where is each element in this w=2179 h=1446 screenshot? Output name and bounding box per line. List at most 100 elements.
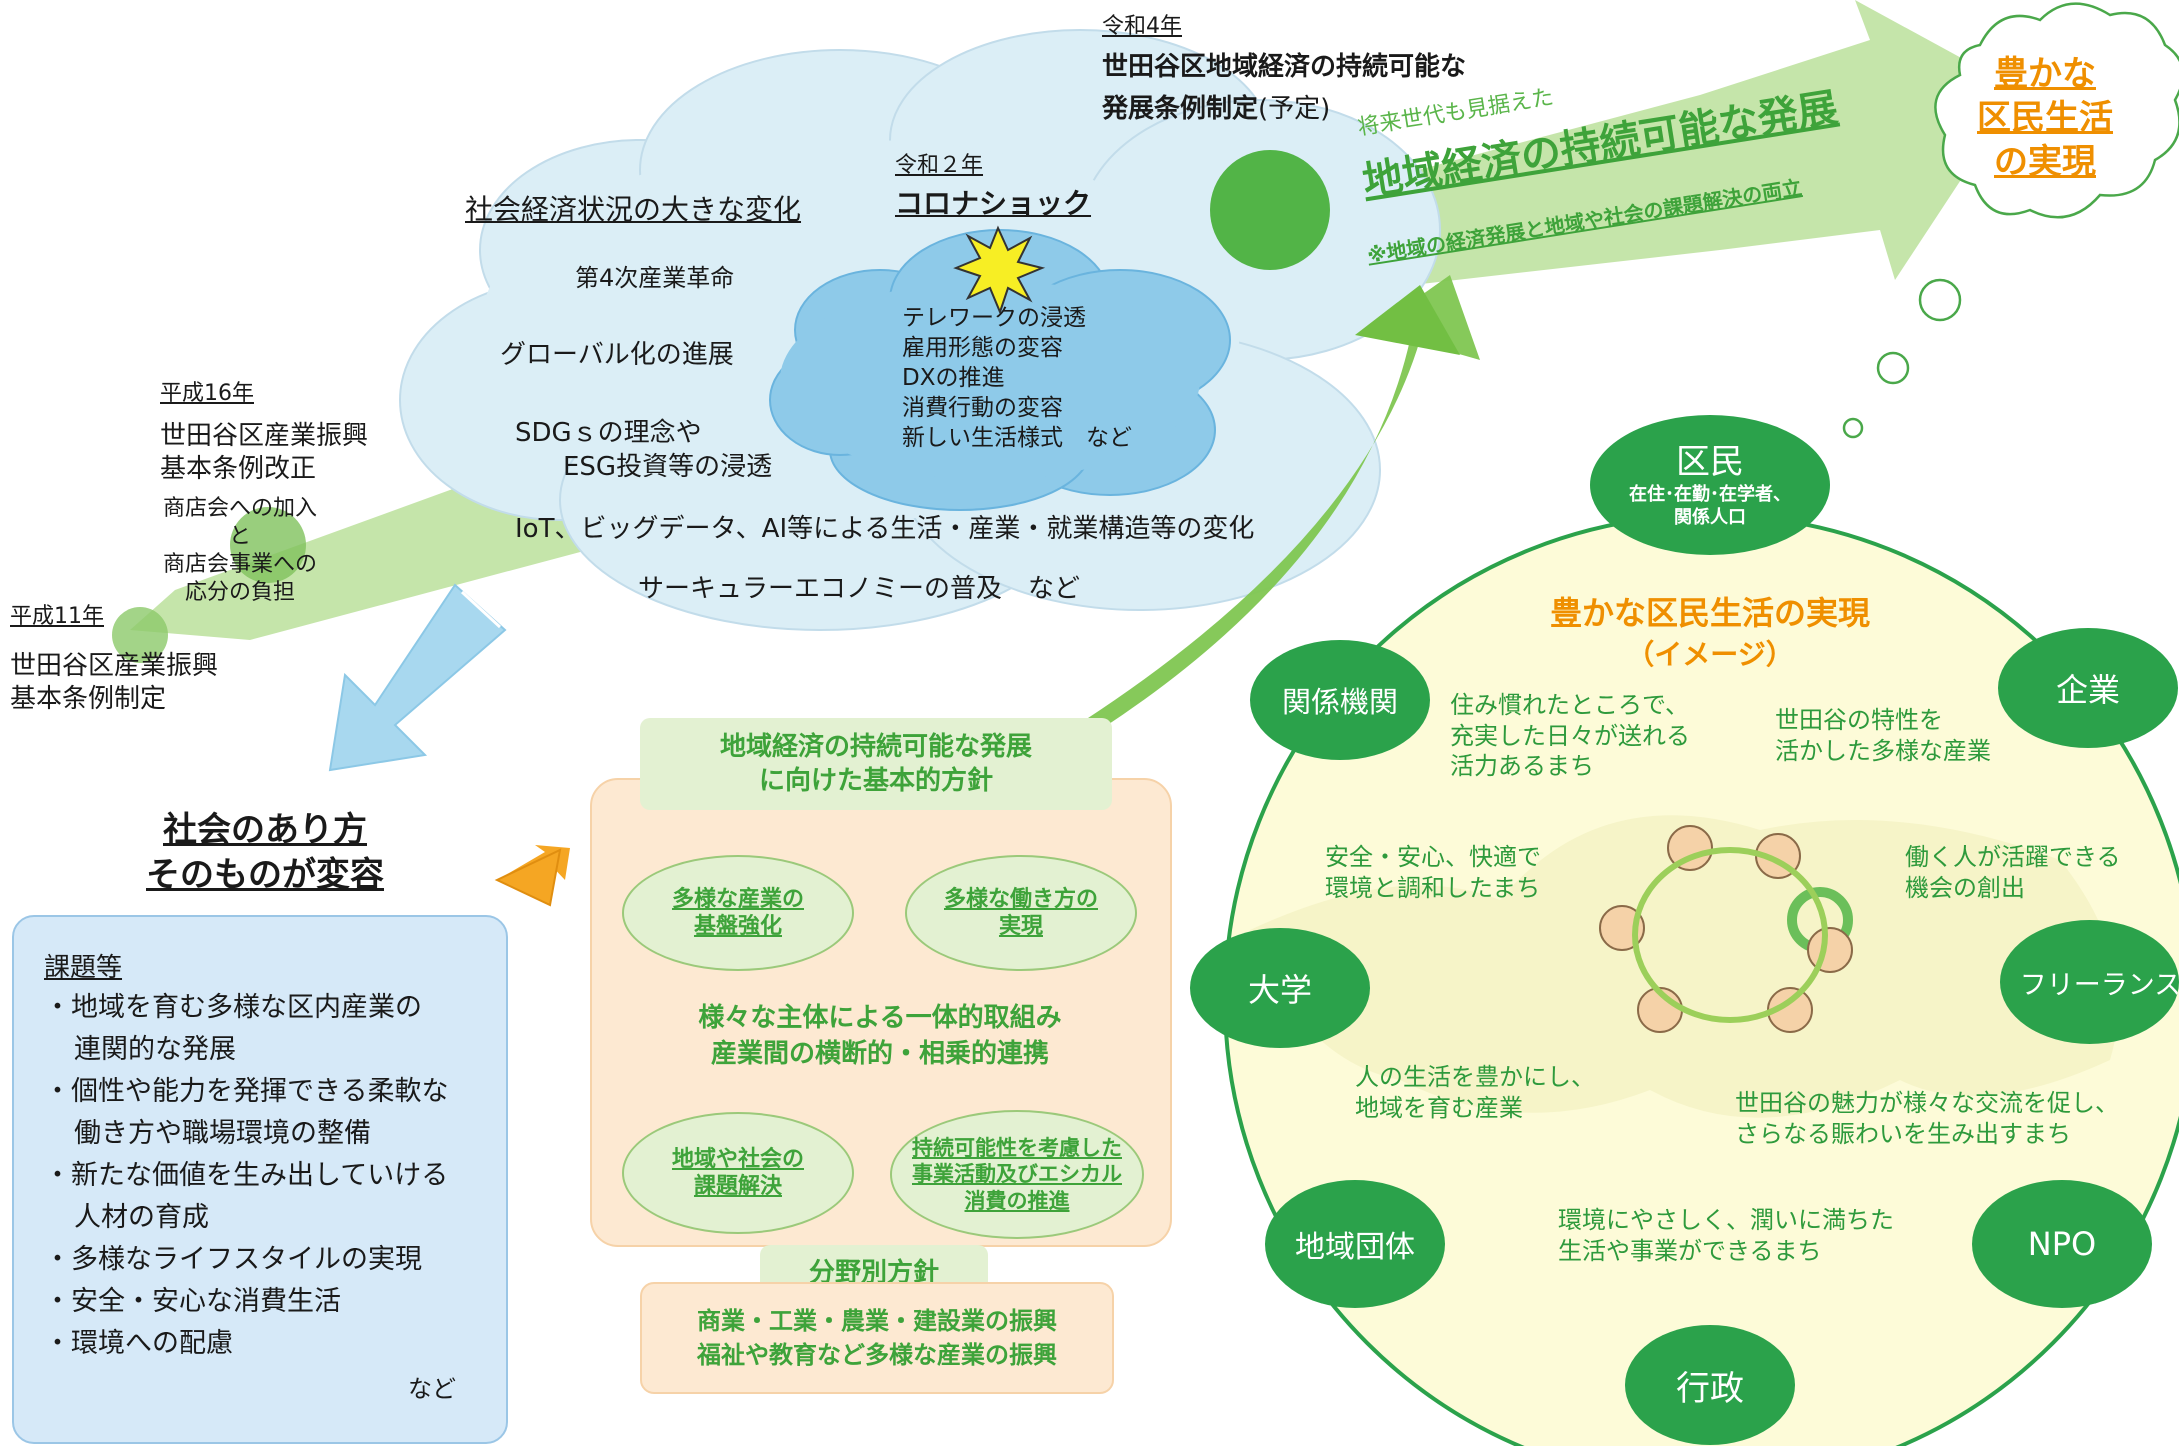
policy-oval-4: 持続可能性を考慮した事業活動及びエシカル消費の推進	[890, 1110, 1144, 1239]
big-green-dot	[1210, 150, 1330, 270]
r4-event: 世田谷区地域経済の持続可能な 発展条例制定(予定)	[1102, 46, 1466, 130]
issues-box: 課題等 ・地域を育む多様な区内産業の 連関的な発展 ・個性や能力を発揮できる柔軟…	[12, 915, 508, 1444]
oval-line: 持続可能性を考慮した	[912, 1136, 1122, 1161]
issue-line: 働き方や職場環境の整備	[74, 1118, 371, 1149]
policy-center-text: 様々な主体による一体的取組み 産業間の横断的・相乗的連携	[640, 1000, 1120, 1072]
image-text-7: 環境にやさしく、潤いに満ちた 生活や事業ができるまち	[1558, 1205, 1894, 1266]
actor-freelance: フリーランス	[2000, 920, 2179, 1044]
policy-oval-3: 地域や社会の課題解決	[622, 1112, 854, 1234]
h11-event: 世田谷区産業振興 基本条例制定	[10, 650, 218, 716]
oval-line: 基盤強化	[693, 914, 782, 939]
society-line2: そのものが変容	[146, 855, 384, 895]
r4-line1: 世田谷区地域経済の持続可能な	[1102, 52, 1467, 82]
issue-line: 連関的な発展	[74, 1034, 236, 1065]
image-text-2: 世田谷の特性を 活かした多様な産業	[1775, 705, 1991, 766]
issue-line: ・多様なライフスタイルの実現	[44, 1244, 422, 1275]
h16-line1: 世田谷区産業振興	[160, 421, 369, 451]
issue-line: 人材の育成	[74, 1202, 209, 1233]
cloud-item-4: ESG投資等の浸透	[563, 452, 773, 482]
image-text-line: 生活や事業ができるまち	[1558, 1236, 1822, 1265]
image-text-line: 活かした多様な産業	[1775, 736, 1991, 765]
r4-line2: 発展条例制定	[1102, 94, 1259, 124]
image-text-line: 充実した日々が送れる	[1450, 721, 1690, 750]
actor-kumin: 区民 在住･在勤･在学者、 関係人口	[1590, 415, 1830, 555]
r4-era: 令和4年	[1102, 14, 1182, 39]
image-text-line: 地域を育む産業	[1355, 1093, 1523, 1122]
actor-chiiki: 地域団体	[1265, 1180, 1445, 1308]
cloud-item-3: SDGｓの理念や	[515, 418, 702, 448]
image-text-5: 人の生活を豊かにし、 地域を育む産業	[1355, 1062, 1595, 1123]
covid-title: コロナショック	[895, 187, 1092, 220]
h16-note: 商店会への加入と 商店会事業への 応分の負担	[155, 495, 325, 607]
covid-item: 雇用形態の変容	[902, 335, 1063, 361]
h11-line2: 基本条例制定	[10, 684, 167, 714]
cloud-item-6: サーキュラーエコノミーの普及 など	[638, 574, 1081, 604]
h16-line2: 基本条例改正	[160, 454, 317, 484]
policy-center2: 産業間の横断的・相乗的連携	[710, 1039, 1049, 1069]
children-circle-icon	[1599, 825, 1853, 1033]
image-text-6: 世田谷の魅力が様々な交流を促し、 さらなる賑わいを生み出すまち	[1735, 1088, 2119, 1149]
policy-header2: に向けた基本的方針	[758, 766, 993, 796]
policy-center1: 様々な主体による一体的取組み	[698, 1003, 1062, 1033]
actor-kankei: 関係機関	[1250, 640, 1430, 760]
goal-thought-bubble	[1842, 2, 2179, 439]
blue-down-arrow-icon	[328, 583, 507, 772]
image-title-main: 豊かな区民生活の実現	[1549, 594, 1870, 632]
policy-header1: 地域経済の持続可能な発展	[719, 732, 1032, 762]
image-text-line: 世田谷の特性を	[1775, 706, 1943, 734]
policy-header: 地域経済の持続可能な発展 に向けた基本的方針	[640, 718, 1112, 810]
image-text-line: 機会の創出	[1905, 873, 2025, 902]
image-text-1: 住み慣れたところで、 充実した日々が送れる 活力あるまち	[1450, 690, 1690, 782]
issue-line: ・環境への配慮	[44, 1328, 233, 1359]
image-text-line: 環境にやさしく、潤いに満ちた	[1558, 1206, 1894, 1234]
image-text-3: 安全・安心、快適で 環境と調和したまち	[1325, 842, 1541, 903]
h11-era: 平成11年	[10, 604, 104, 629]
image-text-line: 人の生活を豊かにし、	[1355, 1063, 1595, 1091]
oval-line: 地域や社会の	[671, 1146, 804, 1172]
covid-item: テレワークの浸透	[902, 305, 1086, 331]
oval-line: 実現	[998, 914, 1043, 939]
covid-item: DXの推進	[902, 365, 1005, 391]
h16-note3: 応分の負担	[184, 580, 295, 605]
covid-era: 令和２年	[895, 153, 984, 178]
image-title-sub: （イメージ）	[1626, 638, 1794, 671]
covid-list: テレワークの浸透 雇用形態の変容 DXの推進 消費行動の変容 新しい生活様式 な…	[902, 303, 1132, 453]
cloud-title: 社会経済状況の大きな変化	[465, 193, 802, 226]
goal-line2: 区民生活	[1977, 98, 2113, 138]
field-line2: 福祉や教育など多様な産業の振興	[697, 1341, 1057, 1369]
image-text-line: 住み慣れたところで、	[1450, 691, 1690, 719]
r4-suffix: (予定)	[1258, 94, 1331, 124]
actor-gyosei: 行政	[1625, 1325, 1795, 1445]
image-text-line: 働く人が活躍できる	[1905, 843, 2121, 871]
cloud-item-5: IoT、ビッグデータ、AI等による生活・産業・就業構造等の変化	[515, 514, 1255, 544]
field-policy-box: 商業・工業・農業・建設業の振興 福祉や教育など多様な産業の振興	[640, 1282, 1114, 1394]
actor-kumin-label: 区民	[1676, 442, 1744, 482]
covid-item: 新しい生活様式 など	[902, 425, 1132, 451]
green-up-arrow-icon	[1085, 275, 1480, 730]
issue-line: ・安全・安心な消費生活	[44, 1286, 341, 1317]
issue-line: ・地域を育む多様な区内産業の	[44, 992, 422, 1023]
cloud-item-2: グローバル化の進展	[500, 340, 734, 370]
actor-npo: NPO	[1972, 1180, 2152, 1308]
issues-list: ・地域を育む多様な区内産業の 連関的な発展 ・個性や能力を発揮できる柔軟な 働き…	[44, 987, 494, 1365]
image-text-line: さらなる賑わいを生み出すまち	[1735, 1119, 2071, 1148]
covid-cloud	[769, 229, 1231, 511]
society-heading: 社会のあり方 そのものが変容	[120, 808, 410, 898]
policy-oval-1: 多様な産業の基盤強化	[622, 855, 854, 971]
actor-kumin-sub1: 在住･在勤･在学者、	[1629, 484, 1791, 505]
image-text-line: 世田谷の魅力が様々な交流を促し、	[1735, 1089, 2119, 1117]
h16-note2: 商店会事業への	[162, 552, 317, 577]
actor-daigaku: 大学	[1190, 928, 1370, 1048]
h16-era: 平成16年	[160, 381, 254, 406]
issues-etc: など	[408, 1375, 456, 1403]
issues-title: 課題等	[44, 953, 123, 983]
field-line1: 商業・工業・農業・建設業の振興	[697, 1307, 1057, 1335]
image-text-line: 環境と調和したまち	[1325, 873, 1541, 902]
oval-line: 事業活動及びエシカル	[912, 1162, 1122, 1187]
goal-text: 豊かな 区民生活 の実現	[1965, 52, 2125, 184]
actor-kumin-sub2: 関係人口	[1674, 507, 1746, 528]
oval-line: 消費の推進	[964, 1188, 1070, 1213]
actor-kigyo: 企業	[1998, 628, 2178, 748]
h16-note1: 商店会への加入と	[162, 496, 317, 549]
